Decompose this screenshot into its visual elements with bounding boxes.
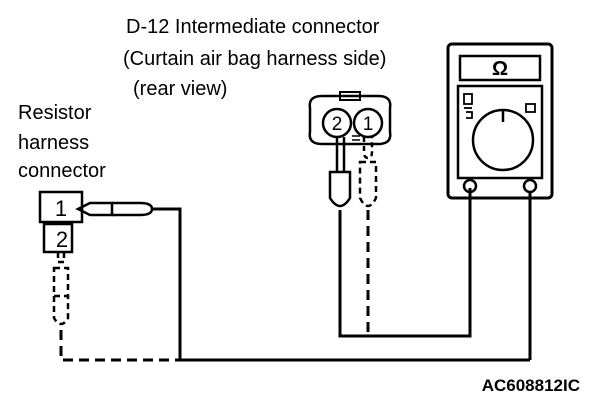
range-mark-left [463, 93, 473, 105]
resistor-label-line2: harness [18, 132, 90, 154]
resistor-label-line3: connector [18, 160, 106, 182]
intermediate-connector-lock [339, 91, 361, 101]
intermediate-pin2-probe [328, 137, 472, 338]
ohmmeter-display [458, 54, 542, 82]
terminal-right [522, 178, 538, 194]
terminal-left [462, 178, 478, 194]
ohmmeter-body [446, 42, 554, 200]
range-mark-right [525, 103, 536, 113]
resistor-pin1-number: 1 [55, 196, 67, 221]
resistor-connector: 1 2 [38, 190, 84, 254]
intermediate-pin1-cavity [352, 107, 384, 139]
connector-label-line1: D-12 Intermediate connector [126, 16, 380, 38]
connector-label-line2: (Curtain air bag harness side) [123, 48, 387, 70]
connector-label-line3: (rear view) [133, 78, 228, 100]
resistor-label-line1: Resistor [18, 102, 92, 124]
ohm-symbol: Ω [492, 58, 508, 80]
ohmmeter-face [456, 84, 544, 180]
intermediate-connector-body [308, 94, 392, 146]
figure-code: AC608812IC [481, 376, 580, 395]
dashed-lead-wire [59, 330, 180, 362]
resistor-pin2-probe [52, 252, 180, 362]
ohmmeter: Ω [446, 42, 554, 360]
intermediate-pin1-probe [358, 137, 378, 336]
solid-lead-wire [152, 207, 530, 362]
resistor-pin2-number: 2 [56, 227, 68, 252]
intermediate-connector: 2 1 [308, 91, 392, 146]
resistor-pin1-probe [75, 201, 530, 362]
intermediate-pin2-number: 2 [332, 114, 343, 135]
meter-lead-solid [338, 188, 472, 338]
intermediate-pin1-number: 1 [363, 114, 374, 135]
